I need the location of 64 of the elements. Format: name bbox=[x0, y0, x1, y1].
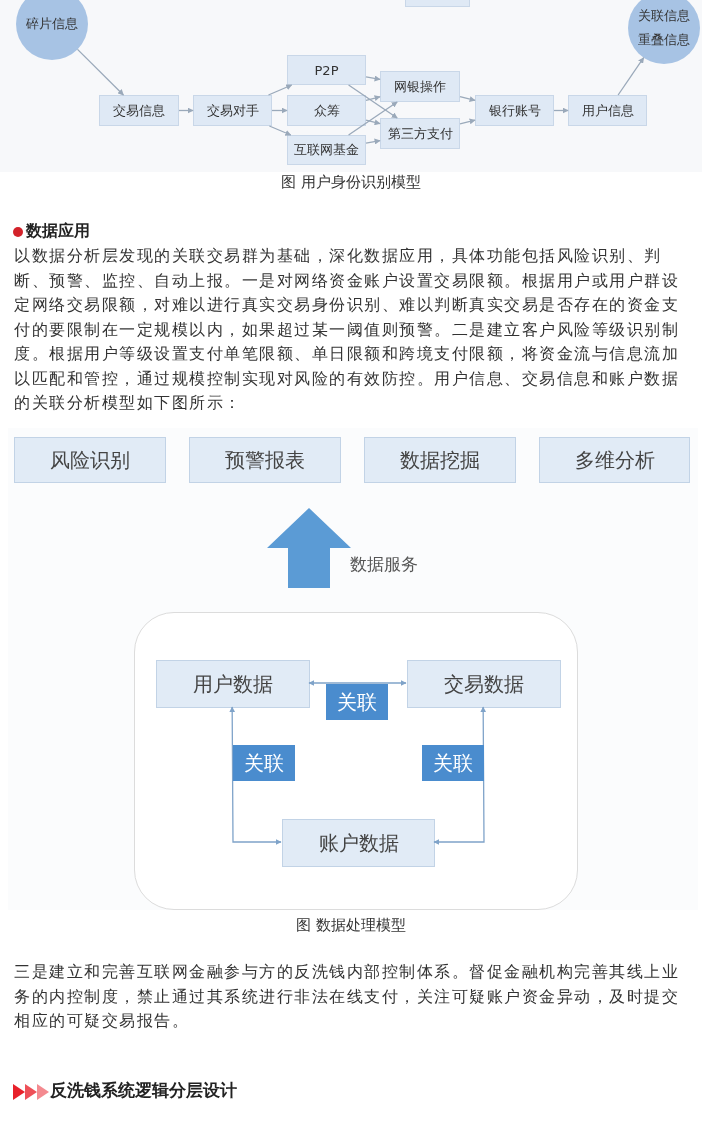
node-label: 重叠信息 bbox=[638, 31, 690, 49]
model-panel bbox=[134, 612, 578, 910]
process-box bbox=[287, 135, 366, 165]
arrow bbox=[459, 118, 476, 125]
data-box bbox=[364, 437, 516, 483]
node-label: 多维分析 bbox=[574, 446, 655, 474]
node-label: 风险识别 bbox=[50, 446, 130, 474]
arrow bbox=[553, 107, 569, 114]
process-box bbox=[193, 95, 272, 126]
arrow bbox=[365, 138, 381, 145]
arrow bbox=[365, 95, 381, 101]
process-box bbox=[99, 95, 179, 126]
arrow bbox=[365, 119, 381, 126]
node-label: P2P bbox=[314, 62, 339, 78]
node-label: 碎片信息 bbox=[26, 15, 78, 33]
edge-label: 数据服务 bbox=[350, 553, 418, 576]
block-arrow bbox=[267, 508, 351, 588]
process-box bbox=[380, 71, 460, 102]
node-label: 关联信息 bbox=[638, 7, 690, 25]
section-heading: 反洗钱系统逻辑分层设计 bbox=[50, 1079, 238, 1102]
arrow bbox=[271, 107, 288, 114]
node-label: 数据挖掘 bbox=[400, 446, 480, 474]
edge-label: 关联 bbox=[233, 745, 295, 781]
node-label: 第三方支付 bbox=[387, 124, 453, 143]
data-box bbox=[407, 660, 561, 708]
node-label: 网银操作 bbox=[394, 77, 446, 96]
node-label: 银行账号 bbox=[488, 101, 541, 120]
caption: 图 用户身份识别模型 bbox=[280, 173, 422, 192]
node-label: 众筹 bbox=[313, 101, 340, 120]
arrow bbox=[308, 680, 407, 686]
node-label: 交易数据 bbox=[444, 670, 524, 698]
node-label: 账户数据 bbox=[318, 829, 399, 857]
arrow bbox=[229, 706, 282, 845]
data-box bbox=[14, 437, 166, 483]
arrow bbox=[178, 107, 194, 114]
data-box bbox=[156, 660, 310, 708]
arrow bbox=[268, 125, 292, 136]
arrow bbox=[365, 75, 381, 82]
arrow bbox=[617, 57, 645, 96]
data-box bbox=[282, 819, 435, 867]
process-box bbox=[287, 95, 366, 126]
node-label: 交易对手 bbox=[206, 101, 259, 120]
process-box bbox=[380, 118, 460, 149]
body-paragraph: 三是建立和完善互联网金融参与方的反洗钱内部控制体系。督促金融机构完善其线上业务的内控制度，禁止通过其系统进行非法在线支付，关注可疑账户资金异动，及时提交相应的可疑交易报告。 bbox=[14, 961, 680, 1032]
process-box bbox=[475, 95, 554, 126]
node-label: 用户数据 bbox=[193, 670, 273, 698]
edge-label: 关联 bbox=[326, 684, 388, 720]
edge-label: 关联 bbox=[422, 745, 484, 781]
node-label: 用户信息 bbox=[581, 101, 634, 120]
arrow bbox=[347, 84, 398, 119]
node-label: 互联网基金 bbox=[294, 141, 359, 159]
section-heading: 数据应用 bbox=[26, 221, 91, 242]
data-box bbox=[189, 437, 341, 483]
body-paragraph: 以数据分析层发现的关联交易群为基础，深化数据应用，具体功能包括风险识别、判断、预警、监控、自动上报。一是对网络资金账户设置交易限额。根据用户或用户群设定网络交易限额，对难以进行真实交易身份识别、难以判断真实交易是否存在的资金支付的要限制在一定规模以内，如果超过某一阈值则预警。二是建立客户风险等级识别制度。根据用户等级设置支付单笔限额、单日限额和跨境支付限额，将资金流与信息流加以匹配和管控，通过规模控制实现对风险的有效防控。用户信息、交易信息和账户数据的关联分析模型如下图所示： bbox=[14, 245, 680, 414]
caption: 图 数据处理模型 bbox=[295, 916, 407, 935]
node-label: 预警报表 bbox=[225, 446, 305, 474]
arrow bbox=[459, 96, 476, 103]
process-box bbox=[568, 95, 647, 126]
node-label: 交易信息 bbox=[113, 101, 165, 120]
arrow bbox=[347, 101, 398, 136]
arrow bbox=[267, 84, 293, 96]
data-box bbox=[539, 437, 690, 483]
arrow bbox=[76, 48, 125, 96]
process-box bbox=[287, 55, 366, 85]
